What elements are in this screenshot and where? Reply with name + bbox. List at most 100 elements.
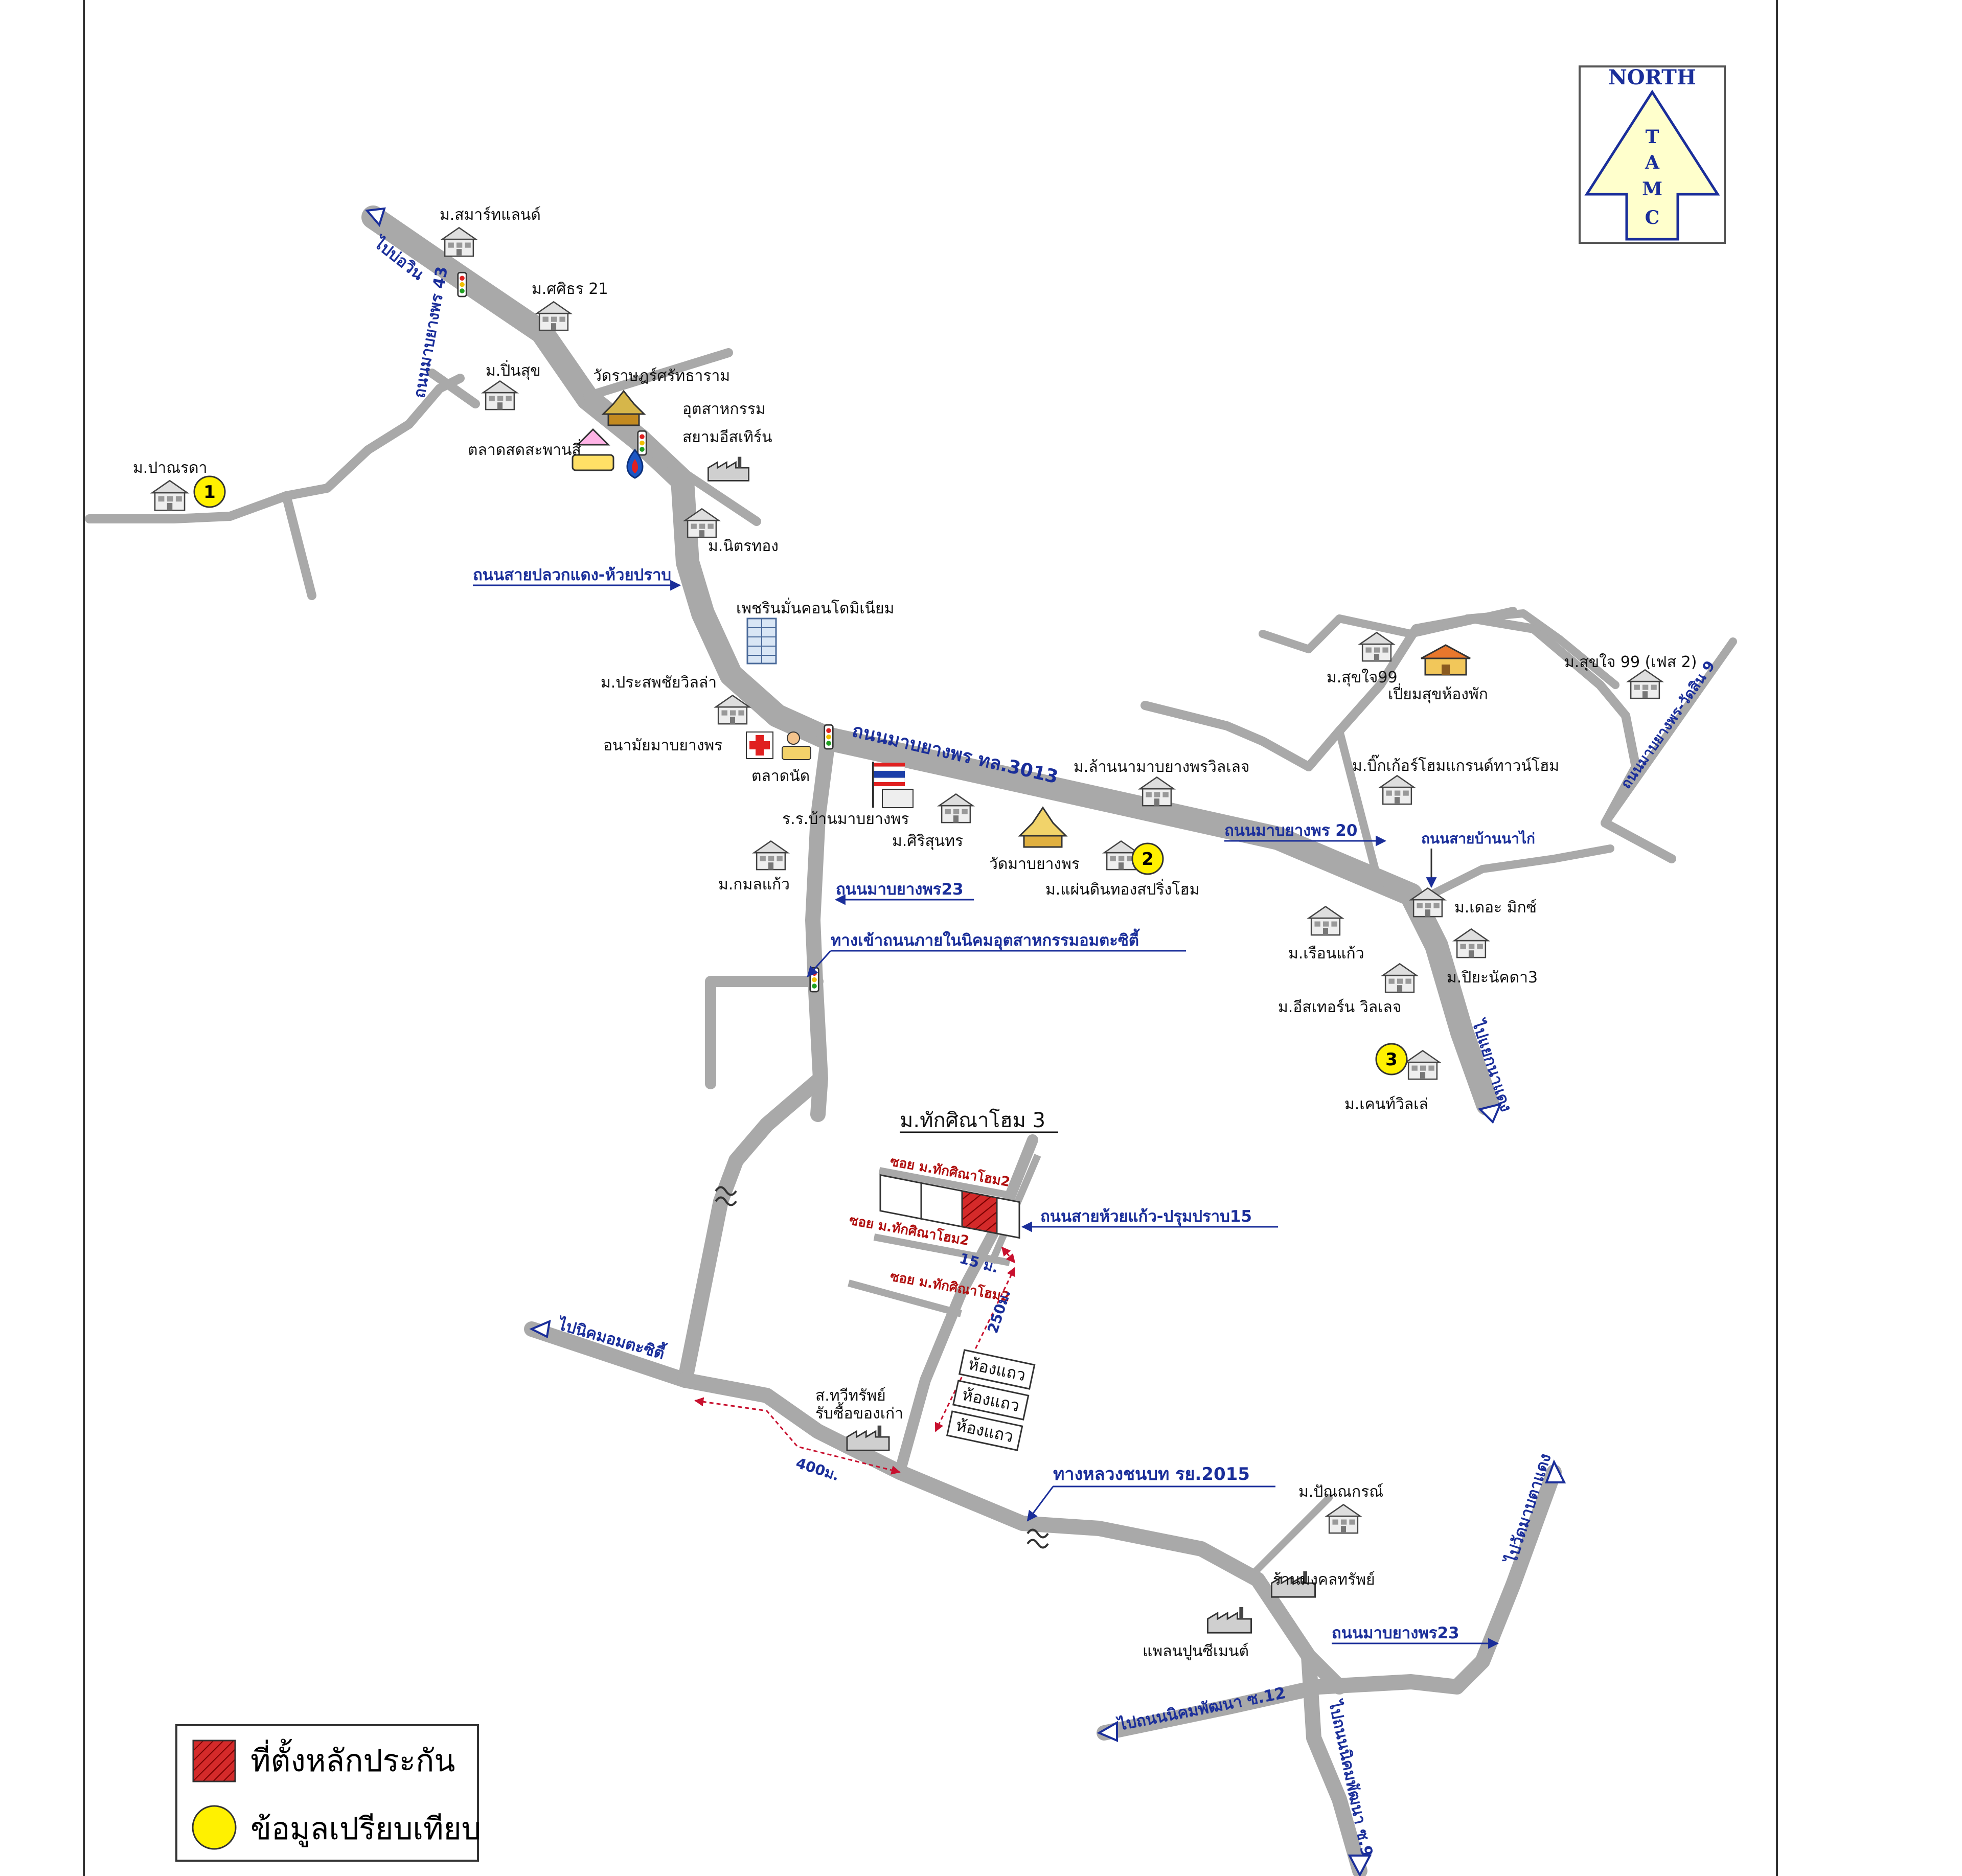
soi-mid-line xyxy=(873,1233,1011,1266)
dimension-15m xyxy=(1001,1246,1016,1264)
house-icon xyxy=(1379,775,1415,805)
house-icon xyxy=(536,301,572,331)
label-sawit: ส.ทวีทรัพย์ xyxy=(815,1387,886,1405)
north-label: NORTH xyxy=(1608,65,1696,89)
road-west xyxy=(85,374,465,523)
arrow-to-nikhom12 xyxy=(1097,1721,1118,1743)
collateral-site: ม.ทักศิณาโฮม 3 ซอย ม.ทักศิณาโฮม2 ซอย ม.ท… xyxy=(694,1109,1058,1484)
label-pranraka: ม.ปาณรดา xyxy=(133,459,207,477)
legend: ที่ตั้งหลักประกัน ข้อมูลเปรียบเทียบ xyxy=(175,1724,481,1862)
label-market-sd: ตลาดสดสะพานสี่ xyxy=(468,439,581,459)
house-icon xyxy=(1326,1504,1361,1534)
comparison-marker-2-label: 2 xyxy=(1142,849,1154,870)
road-watsin9 xyxy=(1601,637,1737,827)
pointer-ry2015 xyxy=(1026,1486,1054,1522)
house-icon xyxy=(441,227,477,257)
temple-icon xyxy=(1018,806,1068,848)
label-amata-entrance: ทางเข้าถนนภายในนิคมอุตสาหกรรมอมตะซิตี้ xyxy=(831,928,1140,950)
comparison-marker-3-label: 3 xyxy=(1385,1049,1398,1070)
road-pinsuk xyxy=(427,369,480,408)
label-sirin21: ม.ศศิธร 21 xyxy=(532,280,608,298)
label-mongkol: ร้านมงคลทรัพย์ xyxy=(1273,1571,1375,1589)
arrow-to-watmabkha xyxy=(1545,1459,1566,1483)
dimension-400m-label: 400ม. xyxy=(794,1454,841,1484)
road-south-cross xyxy=(1097,1465,1562,1741)
arrow-to-nikhom9 xyxy=(1348,1855,1372,1876)
label-pinsuk: ม.ปิ่นสุข xyxy=(486,360,541,380)
north-letter-c: C xyxy=(1645,207,1660,228)
poi-icons xyxy=(572,390,1471,1634)
north-letter-m: M xyxy=(1642,178,1662,200)
label-plaogamdaeng: ถนนสายปลวกแดง-ห้วยปราบ xyxy=(473,566,671,584)
dimension-250m xyxy=(934,1267,1016,1432)
label-to-nikhom12: ไปถนนนิคมพัฒนา ซ.12 xyxy=(1115,1683,1287,1734)
comparison-marker-3 xyxy=(1375,1043,1408,1076)
shophouse-stack: ห้องแถว ห้องแถว ห้องแถว xyxy=(946,1349,1036,1451)
house-icon xyxy=(1308,906,1343,936)
road-east-branch xyxy=(1417,844,1614,904)
label-mabyangporn20: ถนนมาบยางพร 20 xyxy=(1224,821,1357,840)
road-breaks xyxy=(715,1186,1049,1549)
label-ry2015: ทางหลวงชนบท รย.2015 xyxy=(1053,1464,1250,1484)
road-end-arrows xyxy=(365,207,1566,1876)
hospital-cross-icon xyxy=(746,731,773,759)
label-anamai: อนามัยมาบยางพร xyxy=(603,737,722,754)
label-bannakai: ถนนสายบ้านนาไก่ xyxy=(1421,830,1535,847)
road-23-mid xyxy=(677,1071,828,1388)
factory-icon xyxy=(708,456,749,482)
market-stall-icon xyxy=(782,731,811,760)
road-west-spur xyxy=(282,491,316,600)
label-watrathan: วัดราษฎร์ศรัทธาราม xyxy=(593,367,730,385)
comparison-marker-2 xyxy=(1131,842,1164,875)
pointer-amata-entrance xyxy=(807,950,832,977)
house-icon xyxy=(1453,928,1489,958)
traffic-signal-icon xyxy=(637,430,647,456)
label-school: ร.ร.บ้านมาบยางพร xyxy=(782,810,909,828)
label-lannanamab: ม.ล้านนามาบยางพรวิลเลจ xyxy=(1074,758,1249,776)
label-petchrin: เพชรินมั่นคอนโดมิเนียม xyxy=(736,598,894,617)
gas-station-icon xyxy=(626,448,644,479)
market-icon xyxy=(572,428,614,471)
arrow-to-bowin xyxy=(365,207,386,227)
road-industry xyxy=(629,435,761,526)
legend-collateral-label: ที่ตั้งหลักประกัน xyxy=(250,1738,455,1779)
label-nittong: ม.นิตรทอง xyxy=(708,537,779,555)
road-south-down xyxy=(1301,1649,1367,1876)
label-ruenkaew: ม.เรือนแก้ว xyxy=(1288,945,1364,963)
house-icon xyxy=(1359,632,1395,662)
thaksina-title: ม.ทักศิณาโฮม 3 xyxy=(900,1109,1045,1132)
road-east-top xyxy=(1463,609,1619,689)
legend-comparison-swatch xyxy=(192,1805,237,1850)
place-labels: ม.สมาร์ทแลนด์ ม.ศศิธร 21 ม.ปิ่นสุข วัดรา… xyxy=(133,206,1697,1660)
road-east-west xyxy=(1259,607,1517,653)
plot-row xyxy=(879,1174,1020,1239)
road-3013 xyxy=(816,727,1499,1116)
label-plant: แพลนปูนซีเมนต์ xyxy=(1143,1642,1249,1660)
label-sirisuntorn: ม.ศิริสุนทร xyxy=(892,832,963,851)
label-piyanakda: ม.ปิยะนัคดา3 xyxy=(1447,969,1538,987)
label-sawit2: รับซื้อของเก่า xyxy=(815,1402,903,1423)
label-eastern: ม.อีสเทอร์น วิลเลจ xyxy=(1278,998,1401,1016)
house-icon xyxy=(938,793,974,823)
label-kenrille: ม.เคนท์วิลเล่ xyxy=(1344,1095,1428,1113)
label-industry2: สยามอีสเทิร์น xyxy=(682,428,772,446)
house-icon xyxy=(1382,963,1418,993)
condo-icon xyxy=(746,617,777,665)
label-watmab: วัดมาบยางพร xyxy=(989,855,1080,873)
scrap-shop-icon xyxy=(846,1425,890,1451)
label-sukchai99f2: ม.สุขใจ 99 (เฟส 2) xyxy=(1564,653,1697,672)
arrow-to-nadaeng xyxy=(1478,1103,1502,1124)
house-icon xyxy=(1405,1050,1441,1080)
label-kamolkaew: ม.กมลแก้ว xyxy=(718,876,790,894)
comparison-marker-1 xyxy=(193,475,226,508)
traffic-signal-icon xyxy=(457,271,467,298)
house-icon xyxy=(753,840,789,871)
temple-icon xyxy=(601,390,646,426)
arrow-to-amata xyxy=(529,1319,551,1338)
label-mabyangporn23b: ถนนมาบยางพร23 xyxy=(1332,1624,1459,1642)
collateral-plot xyxy=(961,1190,998,1234)
label-prasatchai: ม.ประสพชัยวิลล่า xyxy=(601,674,717,692)
north-arrow: NORTH T A M C xyxy=(1579,65,1726,244)
house-icon xyxy=(1139,776,1175,807)
label-mabyangporn23a: ถนนมาบยางพร23 xyxy=(836,880,964,899)
